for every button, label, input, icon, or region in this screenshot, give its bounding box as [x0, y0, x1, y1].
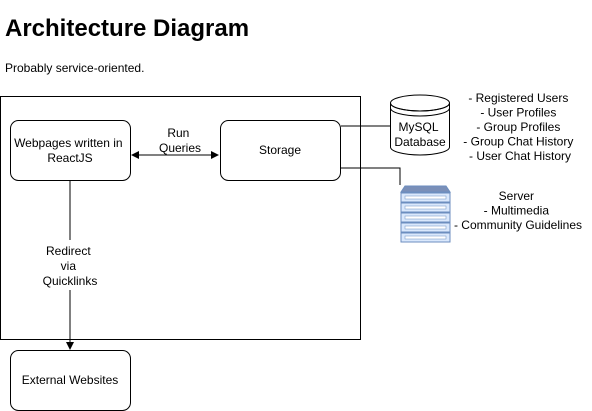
mysql-database-icon[interactable]	[390, 94, 450, 156]
storage-label: Storage	[259, 143, 301, 157]
server-note-line: - Multimedia	[484, 204, 550, 218]
external-websites-label-line: External Websites	[22, 373, 119, 387]
server-rack-top	[400, 185, 451, 193]
storage-server-connector	[341, 167, 401, 185]
server-rack-icon[interactable]	[400, 185, 451, 243]
webpages-label-line: Webpages written in	[14, 136, 123, 150]
run-queries-label-line: Queries	[159, 141, 201, 155]
server-rack-slot	[404, 235, 447, 240]
server-rack-slot	[404, 215, 447, 220]
server-note-title: Server	[499, 189, 534, 203]
database-contents-line: - Group Profiles	[476, 120, 560, 134]
storage-node[interactable]	[220, 120, 341, 181]
mysql-label: MySQL Database	[394, 120, 446, 149]
webpages-label-line: ReactJS	[47, 151, 92, 165]
redirect-label-bg	[38, 240, 102, 290]
webpages-node[interactable]	[10, 120, 131, 181]
server-rack-slot	[404, 225, 447, 230]
run-queries-label-line: Run	[167, 126, 189, 140]
server-note: Server - Multimedia - Community Guidelin…	[454, 189, 582, 232]
database-contents-line: - Group Chat History	[463, 135, 573, 149]
redirect-label-line: Quicklinks	[43, 274, 98, 288]
server-note-line: - Community Guidelines	[454, 218, 582, 232]
mysql-label-line: MySQL	[399, 120, 439, 134]
webpages-label: Webpages written in ReactJS	[14, 136, 126, 165]
redirect-label: Redirect via Quicklinks	[43, 244, 98, 288]
server-rack-slot	[404, 205, 447, 210]
database-contents-line: - User Profiles	[480, 106, 556, 120]
redirect-label-line: via	[61, 259, 77, 273]
storage-label-line: Storage	[259, 143, 301, 157]
mysql-label-line: Database	[394, 135, 446, 149]
server-rack-slot	[404, 195, 447, 200]
run-queries-label: Run Queries	[159, 126, 201, 155]
diagram-title: Architecture Diagram	[5, 15, 250, 42]
database-contents-note: - Registered Users - User Profiles - Gro…	[463, 91, 576, 163]
database-contents-line: - Registered Users	[468, 91, 568, 105]
system-boundary	[0, 96, 361, 340]
diagram-subtitle: Probably service-oriented.	[5, 61, 145, 75]
external-websites-label: External Websites	[22, 373, 119, 387]
redirect-label-line: Redirect	[46, 244, 91, 258]
database-contents-line: - User Chat History	[469, 149, 571, 163]
